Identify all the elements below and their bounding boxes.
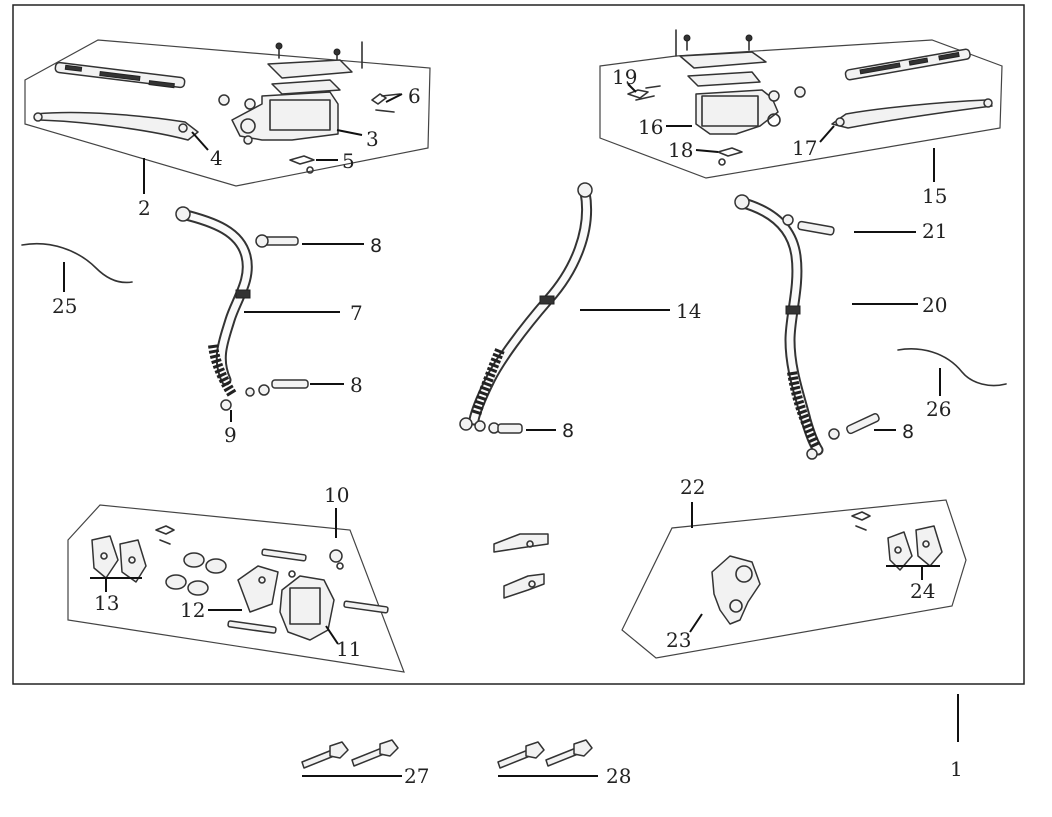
center-brake-hose (468, 182, 593, 426)
label-part-27: 27 (404, 764, 429, 788)
label-part-20: 20 (922, 293, 947, 317)
label-part-5: 5 (342, 149, 355, 173)
left-master-cylinder-body (218, 91, 339, 145)
right-banjo-bolt-upper (782, 214, 835, 236)
left-brake-lever (33, 111, 199, 141)
right-pad-clip (851, 511, 871, 531)
bolt-set-27 (301, 739, 399, 769)
left-reservoir-screws (275, 41, 363, 69)
left-bleeder-valve (329, 549, 344, 570)
leader-23 (689, 613, 703, 633)
label-part-11: 11 (336, 637, 361, 661)
left-caliper-group (67, 504, 405, 673)
right-brake-hose (734, 194, 824, 456)
bolt-set-28 (497, 739, 593, 769)
label-part-15: 15 (922, 184, 947, 208)
label-part-25: 25 (52, 294, 77, 318)
label-part-22: 22 (680, 475, 705, 499)
right-brake-pads (887, 525, 943, 571)
left-banjo-bolt-lower (245, 379, 309, 397)
diagram-frame (12, 4, 1025, 685)
label-part-6: 6 (408, 84, 421, 108)
right-banjo-bolt-lower (806, 413, 880, 460)
left-brake-pads (91, 535, 147, 583)
label-part-7: 7 (350, 301, 363, 325)
right-brake-switch-wire (897, 348, 1007, 387)
label-part-23: 23 (666, 628, 691, 652)
label-part-10: 10 (324, 483, 349, 507)
left-brake-hose (175, 206, 253, 411)
leader-6 (385, 93, 403, 103)
right-master-cylinder-body (695, 86, 806, 135)
label-part-1: 1 (950, 757, 963, 781)
label-part-21: 21 (922, 219, 947, 243)
label-part-13: 13 (94, 591, 119, 615)
label-part-9: 9 (224, 423, 237, 447)
leader-18 (695, 149, 719, 153)
label-part-24: 24 (910, 579, 935, 603)
right-handlebar-strip (844, 48, 971, 81)
left-lever-pivot-bolt (289, 155, 315, 174)
label-part-4: 4 (210, 146, 223, 170)
left-pad-clip (155, 525, 175, 545)
label-part-26: 26 (926, 397, 951, 421)
right-master-cylinder-group (599, 29, 1003, 179)
left-piston-seals (165, 552, 227, 596)
left-caliper-panel (67, 504, 405, 673)
left-caliper-bracket-plate (237, 565, 279, 613)
left-caliper-body (279, 570, 335, 641)
label-part-19: 19 (612, 65, 637, 89)
left-reservoir-cap (267, 59, 353, 95)
label-part-12: 12 (180, 598, 205, 622)
label-part-17: 17 (792, 136, 817, 160)
part-labels: 1 2 3 4 5 6 7 8 8 8 8 9 10 11 12 13 14 1… (52, 65, 963, 788)
center-brackets (493, 533, 549, 599)
right-reservoir-screws (675, 29, 753, 57)
right-lever-pivot-bolt (717, 147, 743, 166)
right-caliper-body (711, 555, 761, 625)
label-part-8-right: 8 (902, 421, 914, 443)
right-reservoir-cap (679, 51, 767, 87)
label-part-2: 2 (138, 196, 151, 220)
right-caliper-group (621, 499, 967, 659)
right-caliper-panel (621, 499, 967, 659)
label-part-8-upper-left: 8 (370, 235, 382, 257)
label-part-3: 3 (366, 127, 379, 151)
left-handlebar-strip (54, 61, 186, 89)
leader-19 (627, 83, 637, 93)
left-banjo-bolt-upper (255, 234, 299, 248)
left-master-cylinder-panel (24, 39, 431, 187)
leader-3 (336, 129, 363, 136)
left-master-cylinder-group (24, 39, 431, 187)
right-brake-lever (831, 98, 993, 129)
left-caliper-slide-pins (227, 548, 389, 634)
leader-lines (63, 83, 959, 777)
left-brake-switch-wire (21, 242, 133, 284)
left-brake-switch (371, 93, 401, 113)
label-part-28: 28 (606, 764, 631, 788)
leader-11 (325, 625, 339, 645)
leader-17 (819, 125, 835, 143)
center-banjo-bolt (459, 417, 523, 434)
label-part-18: 18 (668, 138, 693, 162)
label-part-16: 16 (638, 115, 663, 139)
label-part-14: 14 (676, 299, 701, 323)
leader-4 (191, 131, 209, 151)
label-part-8-center: 8 (562, 420, 574, 442)
label-part-8-lower-left: 8 (350, 373, 363, 397)
